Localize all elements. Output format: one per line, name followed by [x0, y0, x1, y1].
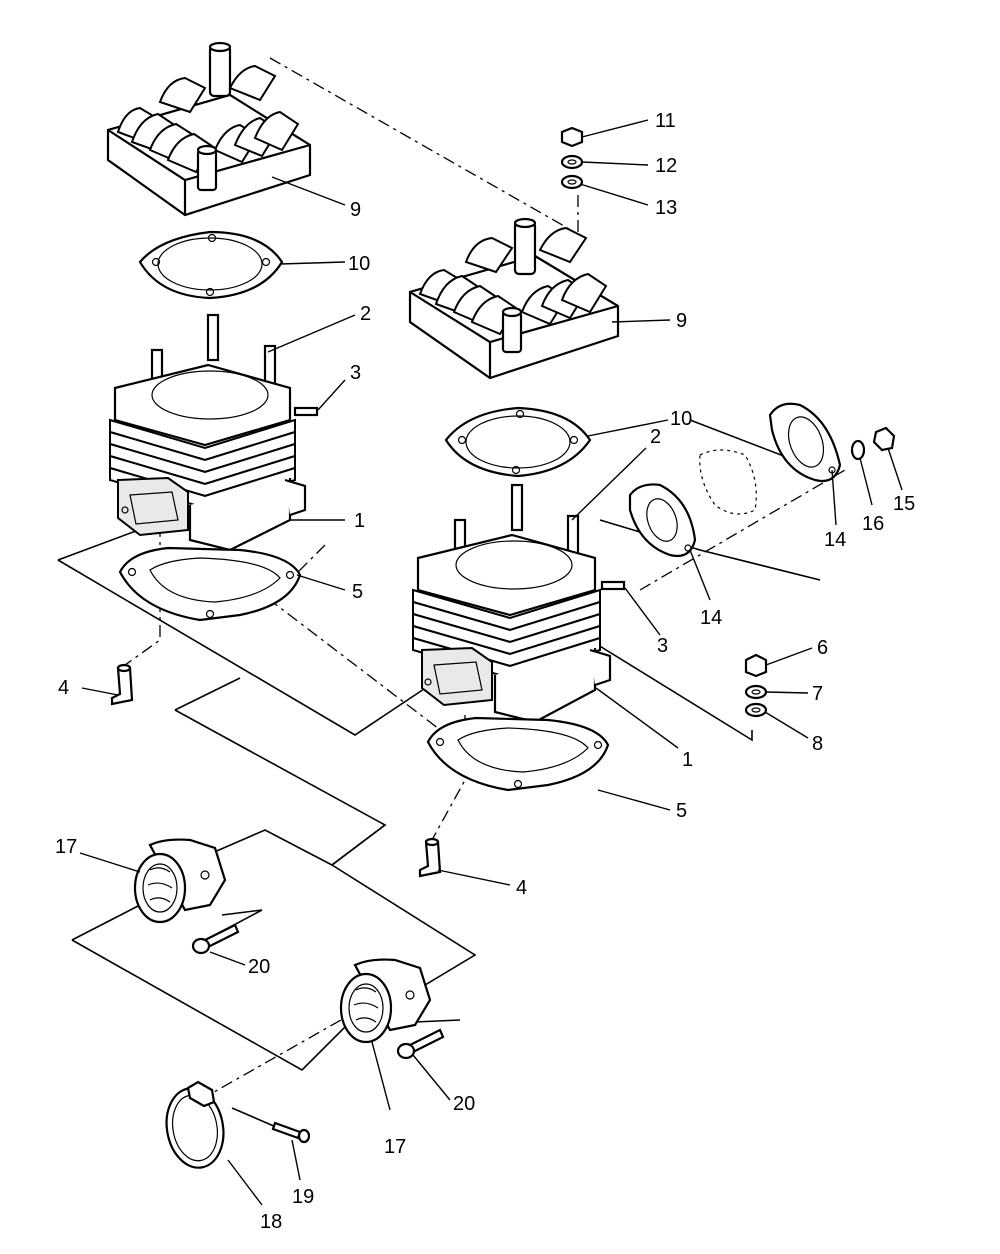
hose-clamp-18 — [165, 1080, 225, 1169]
cylinder-head-left — [106, 41, 312, 217]
callout-4-left: 4 — [58, 677, 69, 699]
nut-washer-set-top — [560, 126, 584, 190]
callout-5-right: 5 — [676, 800, 687, 822]
callout-2-left: 2 — [360, 303, 371, 325]
callout-10-right: 10 — [670, 408, 692, 430]
cylinder-right — [412, 483, 626, 724]
elbow-fitting-left — [110, 663, 134, 706]
callout-14-right: 14 — [824, 529, 846, 551]
callout-1-right: 1 — [682, 749, 693, 771]
base-gasket-right — [426, 716, 610, 792]
intake-flange-bottom — [339, 958, 432, 1044]
callout-17-bottom: 17 — [384, 1136, 406, 1158]
callout-1-left: 1 — [354, 510, 365, 532]
exhaust-gasket-small — [628, 483, 697, 558]
cylinder-head-right — [408, 217, 620, 380]
callout-9-right: 9 — [676, 310, 687, 332]
nut-washer-set-right — [744, 653, 768, 718]
callout-9-left: 9 — [350, 199, 361, 221]
callout-10-left: 10 — [348, 253, 370, 275]
callout-7: 7 — [812, 683, 823, 705]
callout-5-left: 5 — [352, 581, 363, 603]
leader-lines — [79, 119, 903, 1206]
assembly-lines — [57, 57, 846, 1131]
nut-15 — [872, 426, 896, 452]
head-gasket-right — [444, 406, 592, 478]
callout-2-right: 2 — [650, 426, 661, 448]
callout-6: 6 — [817, 637, 828, 659]
callout-4-right: 4 — [516, 877, 527, 899]
callout-3-left: 3 — [350, 362, 361, 384]
callout-labels: 1 1 2 2 3 3 4 4 5 5 6 7 8 9 9 10 10 11 1… — [55, 110, 915, 1233]
callout-17-top: 17 — [55, 836, 77, 858]
base-gasket-left — [118, 546, 302, 622]
intake-flange-top — [133, 838, 227, 924]
cylinder-left — [109, 313, 319, 552]
callout-14-left: 14 — [700, 607, 722, 629]
callout-15: 15 — [893, 493, 915, 515]
callout-19: 19 — [292, 1186, 314, 1208]
callout-3-right: 3 — [657, 635, 668, 657]
head-gasket-left — [138, 230, 284, 300]
callout-12: 12 — [655, 155, 677, 177]
exhaust-gasket-large — [768, 402, 842, 483]
screw-19 — [271, 1121, 311, 1144]
callout-18: 18 — [260, 1211, 282, 1233]
callout-20-top: 20 — [248, 956, 270, 978]
callout-16: 16 — [862, 513, 884, 535]
exhaust-port-outline — [699, 449, 757, 515]
screw-20-top — [191, 923, 240, 955]
lock-washer-16 — [850, 439, 866, 461]
callout-20-bottom: 20 — [453, 1093, 475, 1115]
screw-20-bottom — [396, 1028, 445, 1060]
elbow-fitting-right — [418, 837, 442, 878]
callout-8: 8 — [812, 733, 823, 755]
callout-13: 13 — [655, 197, 677, 219]
callout-11: 11 — [655, 110, 676, 132]
